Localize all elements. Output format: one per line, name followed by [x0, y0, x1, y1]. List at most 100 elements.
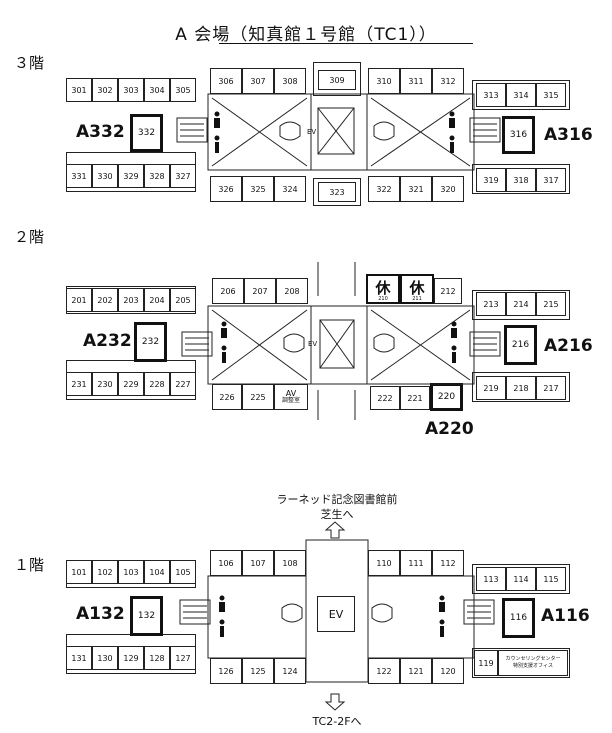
room-208[interactable]: 208 — [276, 278, 308, 304]
room-313[interactable]: 313 — [476, 83, 506, 107]
room-213[interactable]: 213 — [476, 292, 506, 316]
room-131[interactable]: 131 — [66, 646, 92, 670]
f3-ev-label: EV — [307, 128, 317, 136]
room-303[interactable]: 303 — [118, 78, 144, 102]
room-116-highlight[interactable]: 116 — [502, 598, 535, 638]
rest-room-211[interactable]: 休 211 — [400, 274, 434, 304]
room-126[interactable]: 126 — [210, 658, 242, 684]
room-130[interactable]: 130 — [92, 646, 118, 670]
room-132-highlight[interactable]: 132 — [130, 596, 163, 636]
room-320[interactable]: 320 — [432, 176, 464, 202]
title-underline — [219, 43, 473, 44]
room-307[interactable]: 307 — [242, 68, 274, 94]
room-221[interactable]: 221 — [400, 386, 430, 410]
room-127[interactable]: 127 — [170, 646, 196, 670]
room-105[interactable]: 105 — [170, 560, 196, 584]
bottom-arrow-text: TC2-2Fへ — [312, 715, 362, 728]
f3-core — [207, 93, 475, 171]
room-205[interactable]: 205 — [170, 288, 196, 312]
counseling-center[interactable]: カウンセリングセンター 特別支援オフィス — [498, 650, 568, 676]
room-302[interactable]: 302 — [92, 78, 118, 102]
room-328[interactable]: 328 — [144, 164, 170, 188]
room-332-highlight[interactable]: 332 — [130, 114, 163, 152]
room-113[interactable]: 113 — [476, 567, 506, 591]
room-318[interactable]: 318 — [506, 168, 536, 192]
room-327[interactable]: 327 — [170, 164, 196, 188]
room-331[interactable]: 331 — [66, 164, 92, 188]
room-206[interactable]: 206 — [212, 278, 244, 304]
room-102[interactable]: 102 — [92, 560, 118, 584]
room-330[interactable]: 330 — [92, 164, 118, 188]
room-230[interactable]: 230 — [92, 372, 118, 396]
av-sub-label: 調整室 — [281, 397, 300, 404]
rest-kanji-211: 休 — [409, 278, 425, 297]
room-325[interactable]: 325 — [242, 176, 274, 202]
room-103[interactable]: 103 — [118, 560, 144, 584]
room-212[interactable]: 212 — [434, 278, 462, 304]
room-314[interactable]: 314 — [506, 83, 536, 107]
room-104[interactable]: 104 — [144, 560, 170, 584]
room-128[interactable]: 128 — [144, 646, 170, 670]
label-A116: A116 — [541, 606, 590, 626]
label-A316: A316 — [544, 125, 593, 145]
room-326[interactable]: 326 — [210, 176, 242, 202]
room-217[interactable]: 217 — [536, 376, 566, 400]
rest-room-210[interactable]: 休 210 — [366, 274, 400, 304]
room-215[interactable]: 215 — [536, 292, 566, 316]
room-122[interactable]: 122 — [368, 658, 400, 684]
f1-ev-label: EV — [328, 607, 344, 621]
rest-num-211: 211 — [412, 295, 422, 302]
room-203[interactable]: 203 — [118, 288, 144, 312]
room-301[interactable]: 301 — [66, 78, 92, 102]
room-306[interactable]: 306 — [210, 68, 242, 94]
room-222[interactable]: 222 — [370, 386, 400, 410]
label-A232: A232 — [83, 331, 132, 351]
room-304[interactable]: 304 — [144, 78, 170, 102]
room-219[interactable]: 219 — [476, 376, 506, 400]
room-312[interactable]: 312 — [432, 68, 464, 94]
room-232-highlight[interactable]: 232 — [134, 322, 167, 362]
room-323[interactable]: 323 — [318, 182, 356, 202]
counseling-label-2: 特別支援オフィス — [513, 663, 553, 669]
room-106[interactable]: 106 — [210, 550, 242, 576]
rest-kanji-210: 休 — [375, 278, 391, 297]
room-119[interactable]: 119 — [474, 650, 498, 676]
room-317[interactable]: 317 — [536, 168, 566, 192]
top-arrow-text-2: 芝生へ — [320, 508, 354, 521]
room-204[interactable]: 204 — [144, 288, 170, 312]
room-305[interactable]: 305 — [170, 78, 196, 102]
top-arrow-text-1: ラーネッド記念図書館前 — [276, 493, 398, 506]
room-201[interactable]: 201 — [66, 288, 92, 312]
room-101[interactable]: 101 — [66, 560, 92, 584]
room-229[interactable]: 229 — [118, 372, 144, 396]
room-309[interactable]: 309 — [318, 70, 356, 90]
map-title: A 会場（知真館１号館（TC1）） — [175, 25, 437, 45]
room-129[interactable]: 129 — [118, 646, 144, 670]
room-216-highlight[interactable]: 216 — [504, 325, 537, 365]
room-114[interactable]: 114 — [506, 567, 536, 591]
room-218[interactable]: 218 — [506, 376, 536, 400]
room-207[interactable]: 207 — [244, 278, 276, 304]
room-311[interactable]: 311 — [400, 68, 432, 94]
room-115[interactable]: 115 — [536, 567, 566, 591]
room-322[interactable]: 322 — [368, 176, 400, 202]
room-231[interactable]: 231 — [66, 372, 92, 396]
room-315[interactable]: 315 — [536, 83, 566, 107]
room-319[interactable]: 319 — [476, 168, 506, 192]
room-124[interactable]: 124 — [274, 658, 306, 684]
f1-ev-box[interactable]: EV — [317, 596, 355, 632]
room-227[interactable]: 227 — [170, 372, 196, 396]
av-control-room[interactable]: AV 調整室 — [274, 384, 308, 410]
room-228[interactable]: 228 — [144, 372, 170, 396]
room-121[interactable]: 121 — [400, 658, 432, 684]
room-112[interactable]: 112 — [432, 550, 464, 576]
room-202[interactable]: 202 — [92, 288, 118, 312]
room-321[interactable]: 321 — [400, 176, 432, 202]
floor-label-2: ２階 — [14, 228, 45, 246]
room-225[interactable]: 225 — [242, 384, 274, 410]
label-A216: A216 — [544, 336, 593, 356]
room-214[interactable]: 214 — [506, 292, 536, 316]
room-316-highlight[interactable]: 316 — [502, 116, 535, 154]
room-329[interactable]: 329 — [118, 164, 144, 188]
room-324[interactable]: 324 — [274, 176, 306, 202]
